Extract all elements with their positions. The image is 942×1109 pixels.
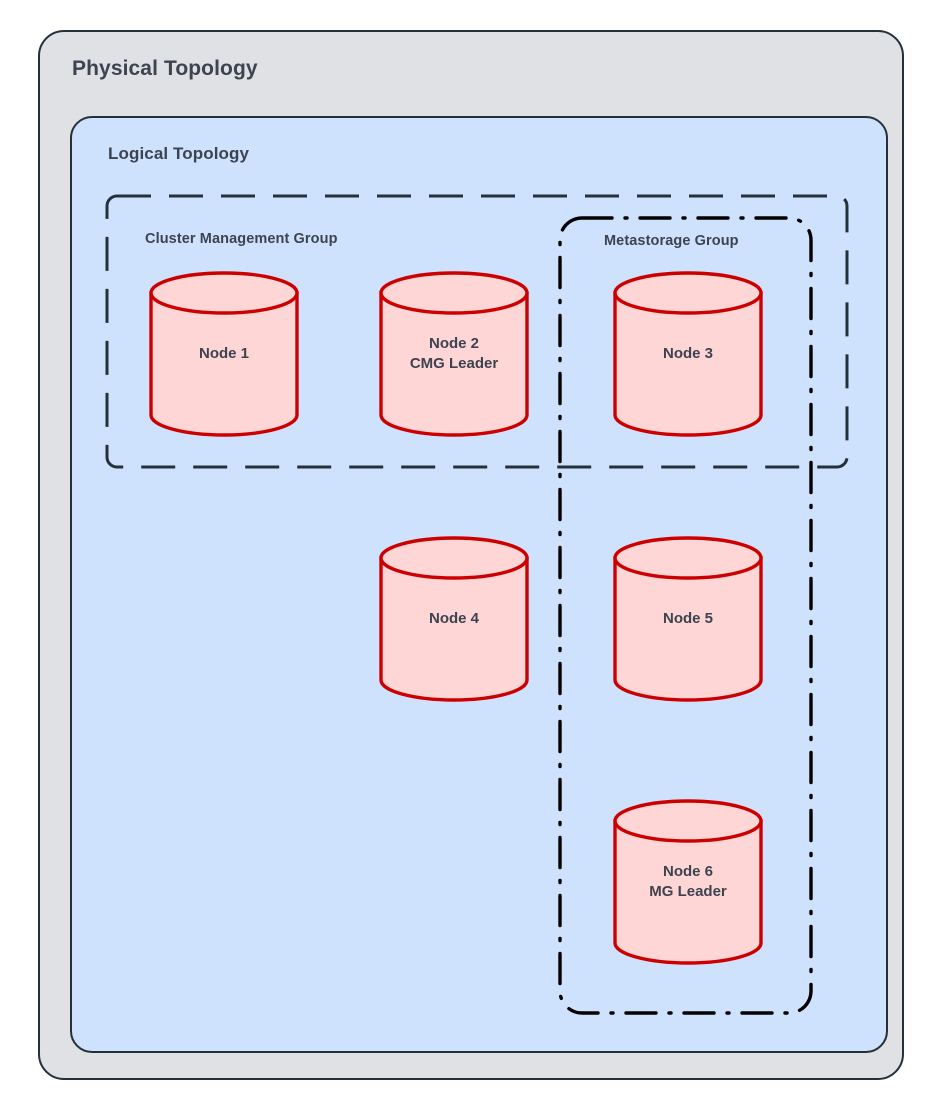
cluster-management-group-boundary <box>105 194 849 469</box>
database-cylinder-icon <box>379 271 529 437</box>
database-cylinder-icon <box>613 271 763 437</box>
node-2-cylinder[interactable]: Node 2 CMG Leader <box>379 271 529 437</box>
database-cylinder-icon <box>613 536 763 702</box>
database-cylinder-icon <box>379 536 529 702</box>
cluster-management-group-label: Cluster Management Group <box>145 231 338 247</box>
node-4-cylinder[interactable]: Node 4 <box>379 536 529 702</box>
metastorage-group-label: Metastorage Group <box>604 233 739 249</box>
node-3-cylinder[interactable]: Node 3 <box>613 271 763 437</box>
logical-topology-title: Logical Topology <box>108 144 250 163</box>
node-5-cylinder[interactable]: Node 5 <box>613 536 763 702</box>
physical-topology-title: Physical Topology <box>72 57 258 80</box>
database-cylinder-icon <box>613 799 763 965</box>
node-6-cylinder[interactable]: Node 6 MG Leader <box>613 799 763 965</box>
database-cylinder-icon <box>149 271 299 437</box>
node-1-cylinder[interactable]: Node 1 <box>149 271 299 437</box>
metastorage-group-boundary <box>558 216 813 1015</box>
